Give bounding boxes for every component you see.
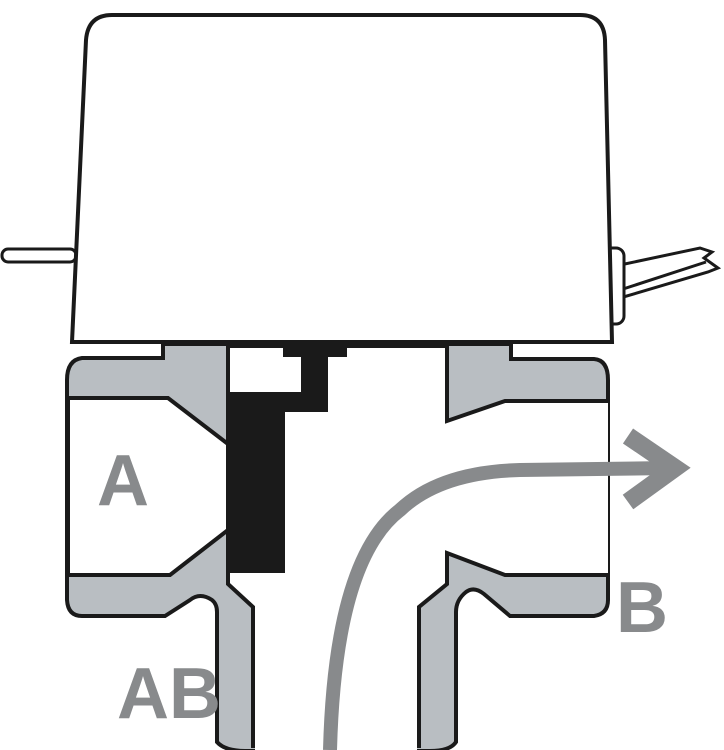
valve-cavity (67, 344, 608, 748)
actuator-rod (0, 247, 78, 264)
port-label-a: A (97, 441, 149, 521)
port-label-b: B (616, 568, 668, 648)
power-cable (602, 246, 722, 326)
valve-plug (228, 344, 347, 573)
port-label-ab: AB (117, 654, 221, 734)
actuator-housing (69, 13, 615, 344)
flow-arrow (323, 428, 691, 750)
